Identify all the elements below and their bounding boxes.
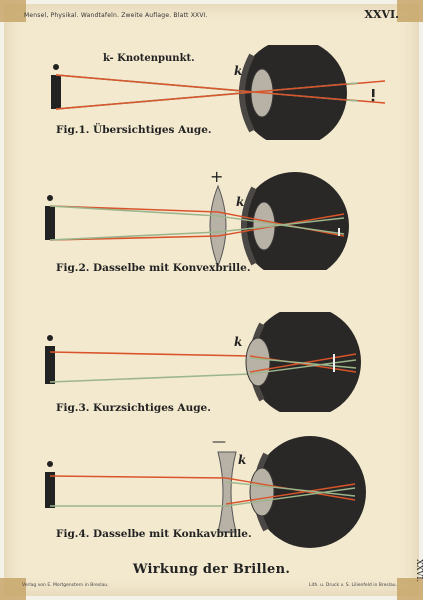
node-point-label: k (234, 64, 242, 78)
figure-3-diagram: k (45, 312, 361, 412)
figure-4-caption: Fig.4. Dasselbe mit Konkavbrille. (56, 528, 252, 540)
poster-title: Wirkung der Brillen. (132, 562, 291, 577)
image-symbol (371, 89, 375, 102)
convex-lens-sign: + (210, 170, 223, 186)
object-symbol (45, 335, 55, 384)
plate-number: XXVI. (364, 8, 399, 21)
series-header: Mensel, Physikal. Wandtafeln. Zweite Auf… (24, 12, 208, 19)
eye (55, 45, 359, 140)
eye (217, 172, 349, 270)
figure-1-caption: Fig.1. Übersichtiges Auge. (56, 124, 212, 136)
figure-3-caption: Fig.3. Kurzsichtiges Auge. (56, 402, 211, 414)
object-symbol (51, 64, 61, 109)
tape-corner-top-left (0, 0, 26, 22)
node-point-label: k (234, 335, 242, 349)
eye (245, 312, 361, 412)
figure-4-diagram: — k (45, 434, 366, 548)
ray-red (49, 475, 227, 479)
ray-green (49, 373, 251, 383)
concave-lens-sign: — (212, 434, 226, 450)
object-symbol (45, 195, 55, 240)
figure-2-caption: Fig.2. Dasselbe mit Konvexbrille. (56, 262, 251, 274)
node-point-label: k (236, 195, 244, 209)
eye (225, 436, 366, 548)
node-legend: k- Knotenpunkt. (103, 53, 195, 64)
ray-red (49, 351, 251, 357)
ray-green (49, 205, 219, 217)
figure-2-diagram: + k (45, 170, 349, 270)
figure-1-diagram: k (51, 45, 386, 140)
publisher-right: Lith. u. Druck v. S. Lilienfeld in Bresl… (308, 583, 397, 588)
node-point-label: k (238, 453, 246, 467)
publisher-left: Verlag von E. Mortgenstern in Breslau. (22, 583, 109, 588)
tape-corner-top-right (397, 0, 423, 22)
concave-lens (217, 451, 237, 533)
tape-corner-bottom-left (0, 578, 26, 600)
ray-green (49, 231, 219, 241)
convex-lens (209, 184, 227, 268)
object-symbol (45, 461, 55, 508)
plate-number-rotated: XXVI. (415, 559, 423, 582)
tape-corner-bottom-right (397, 578, 423, 600)
